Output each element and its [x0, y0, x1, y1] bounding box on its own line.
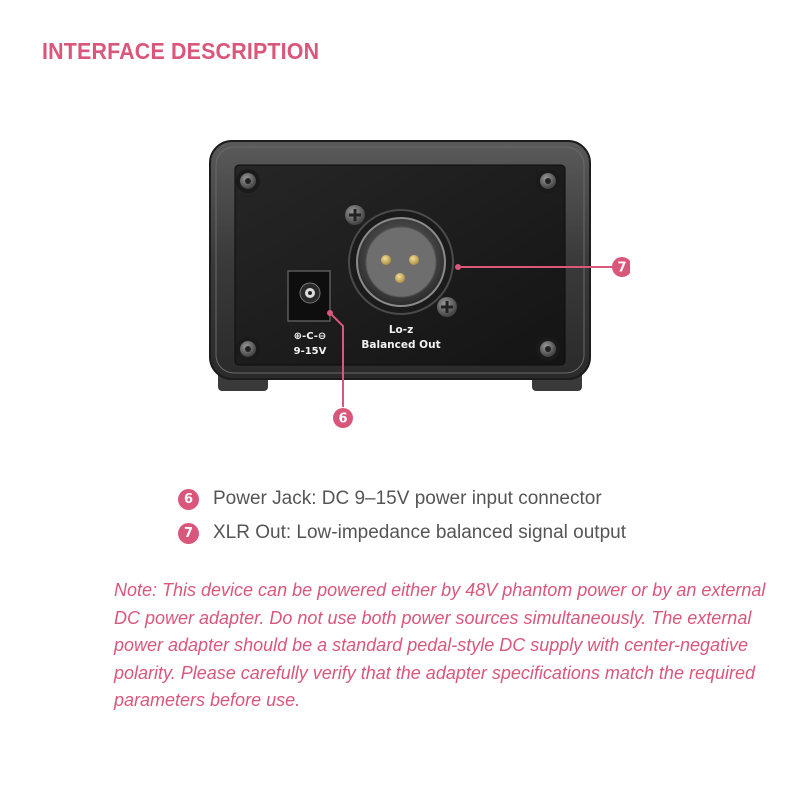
legend-badge-7: 7 — [178, 522, 199, 544]
legend-item-xlr-out: 7 XLR Out: Low-impedance balanced signal… — [178, 516, 626, 550]
callout-7-number: 7 — [617, 261, 626, 276]
callout-6-badge — [333, 408, 353, 428]
corner-screw-bottom-right — [536, 337, 560, 361]
callout-7: 7 — [455, 257, 630, 277]
legend-text-xlr-out: XLR Out: Low-impedance balanced signal o… — [213, 522, 626, 543]
corner-screw-top-right — [536, 169, 560, 193]
callout-7-badge — [612, 257, 630, 277]
xlr-screw-top — [345, 205, 365, 225]
power-jack — [287, 270, 331, 322]
callout-6-number: 6 — [338, 412, 347, 427]
callout-6: 6 — [327, 310, 353, 428]
power-polarity-symbol: ⊕-C-⊖ — [294, 331, 327, 342]
xlr-pin-1 — [381, 255, 391, 265]
legend-list: 6 Power Jack: DC 9–15V power input conne… — [178, 482, 626, 550]
power-note: Note: This device can be powered either … — [114, 580, 766, 710]
xlr-screw-bottom — [437, 297, 457, 317]
xlr-output-connector — [348, 209, 454, 315]
page-title: INTERFACE DESCRIPTION — [42, 38, 320, 64]
xlr-pin-2 — [409, 255, 419, 265]
corner-screw-bottom-left — [236, 337, 260, 361]
legend-text-power-jack: Power Jack: DC 9–15V power input connect… — [213, 488, 602, 509]
power-voltage-label: 9-15V — [294, 346, 327, 357]
legend-item-power-jack: 6 Power Jack: DC 9–15V power input conne… — [178, 482, 626, 516]
device-body-bevel — [215, 146, 585, 374]
output-label-line1: Lo-z — [389, 324, 413, 336]
device-illustration: ⊕-C-⊖ 9-15V Lo-z Balanced Out 7 6 — [200, 135, 630, 440]
output-label-line2: Balanced Out — [361, 339, 440, 351]
legend-badge-6: 6 — [178, 488, 199, 510]
corner-screw-top-left — [236, 169, 260, 193]
xlr-pin-3 — [395, 273, 405, 283]
